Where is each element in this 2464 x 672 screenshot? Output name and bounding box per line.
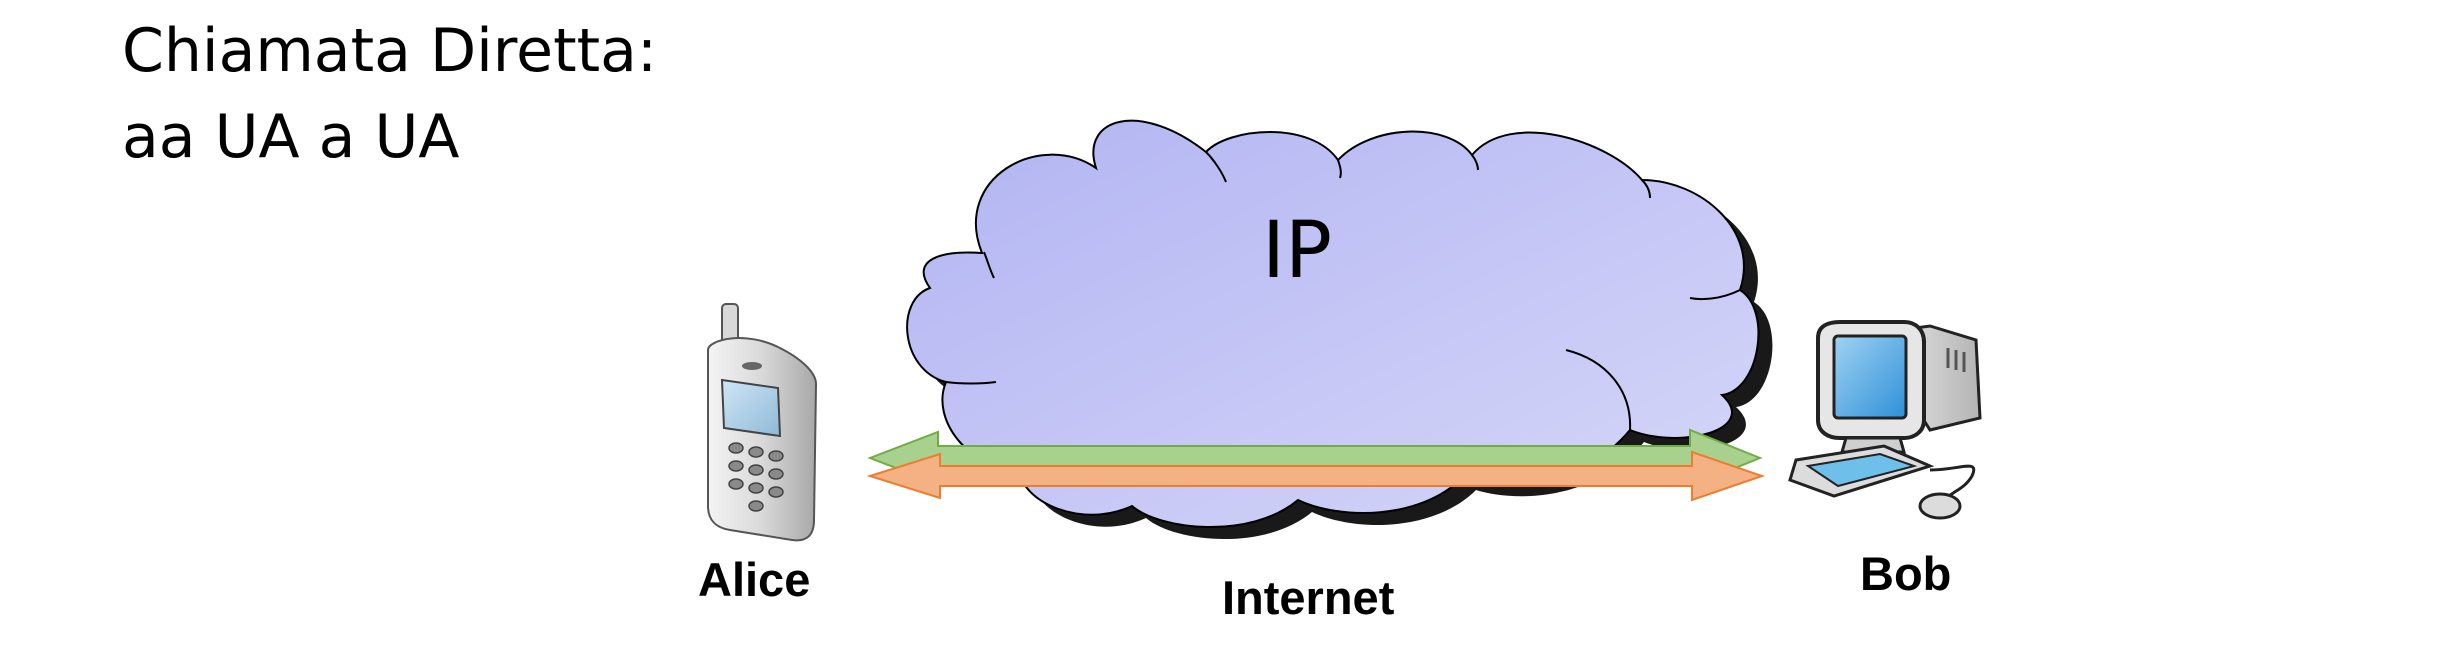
slide-title: Chiamata Diretta: aa UA a UA	[122, 8, 657, 180]
cloud-label: IP	[1262, 206, 1333, 296]
endpoint-label-bob: Bob	[1860, 547, 1952, 600]
media-arrow	[866, 450, 1766, 502]
mobile-phone-icon	[707, 303, 818, 542]
endpoint-label-alice: Alice	[698, 553, 811, 606]
title-line-1: Chiamata Diretta:	[122, 16, 658, 86]
network-label: Internet	[1222, 571, 1395, 624]
cloud-icon	[906, 119, 1773, 540]
title-line-2: aa UA a UA	[122, 102, 460, 172]
desktop-computer-icon	[1788, 320, 1982, 520]
